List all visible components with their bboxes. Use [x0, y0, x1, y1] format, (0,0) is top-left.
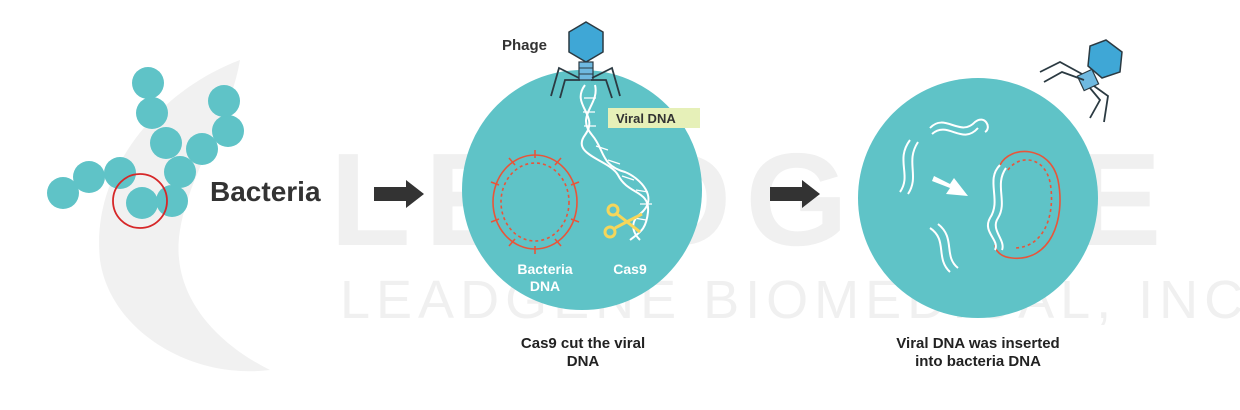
step3-caption-line2: into bacteria DNA	[915, 353, 1041, 370]
bacterial-dna-ring	[994, 150, 1061, 259]
bacterium	[132, 67, 164, 99]
phage-label: Phage	[502, 37, 547, 54]
watermark-logo-shape	[99, 60, 270, 372]
viral-dna-fragment	[929, 223, 959, 273]
phage-icon	[1039, 39, 1123, 123]
bacterium	[73, 161, 105, 193]
highlight-circle	[112, 173, 168, 229]
bacteria-label: Bacteria	[210, 176, 321, 207]
bacteria-dna-label-line2: DNA	[530, 278, 560, 294]
viral-dna-strand	[579, 84, 652, 241]
step2-caption-line1: Cas9 cut the viral	[521, 335, 645, 352]
bacterium	[104, 157, 136, 189]
step3-caption-line1: Viral DNA was inserted	[896, 335, 1059, 352]
bacteria-chain	[47, 67, 244, 219]
viral-dna-fragment	[929, 118, 989, 136]
bacterium	[212, 115, 244, 147]
arrow-right	[770, 180, 820, 208]
cas9-scissors-icon	[603, 203, 643, 239]
viral-dna-label-bg	[608, 108, 700, 128]
bacterium	[150, 127, 182, 159]
bacterium	[136, 97, 168, 129]
bacterium	[156, 185, 188, 217]
viral-dna-label: Viral DNA	[616, 111, 676, 126]
bacterial-cell	[462, 70, 702, 310]
bacterial-dna-ring	[490, 150, 580, 254]
inserted-viral-dna	[987, 164, 1007, 251]
phage-icon	[550, 21, 621, 99]
bacterium	[126, 187, 158, 219]
watermark-subtitle: LEADGENE BIOMEDICAL, INC.	[340, 270, 1240, 330]
cas9-label: Cas9	[613, 261, 647, 277]
bacterium	[47, 177, 79, 209]
arrow-right	[374, 180, 424, 208]
bacterium	[164, 156, 196, 188]
step2-caption-line2: DNA	[567, 353, 600, 370]
bacterium	[186, 133, 218, 165]
viral-dna-fragment	[899, 139, 919, 195]
bacteria-dna-label-line1: Bacteria	[517, 261, 572, 277]
bacterium	[208, 85, 240, 117]
insertion-arrow-icon	[932, 176, 968, 196]
bacterial-cell	[858, 78, 1098, 318]
